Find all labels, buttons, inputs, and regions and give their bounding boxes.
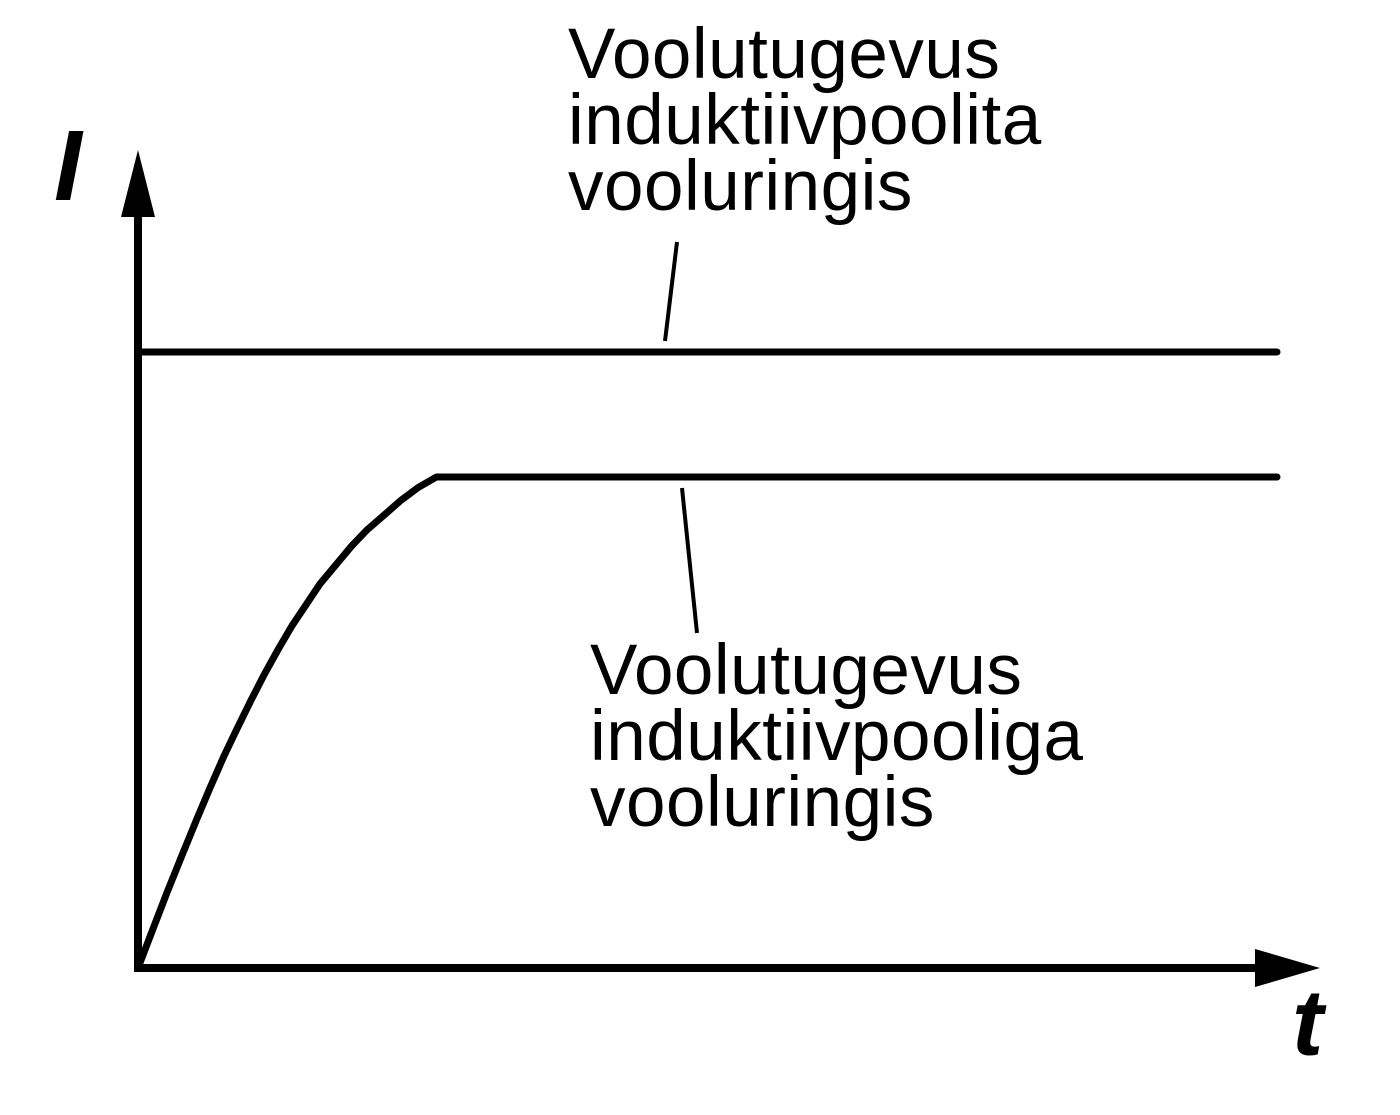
x-axis-arrowhead bbox=[1255, 949, 1320, 987]
y-axis-label: I bbox=[54, 110, 82, 222]
annotation-without-coil-line1: Voolutugevus bbox=[568, 15, 1001, 94]
curve-with-coil bbox=[134, 473, 1281, 972]
y-axis-arrowhead bbox=[121, 150, 155, 217]
annotation-with-coil-line1: Voolutugevus bbox=[590, 631, 1023, 710]
leader-line-without-coil bbox=[663, 241, 679, 342]
annotation-with-coil-line3: vooluringis bbox=[590, 763, 935, 842]
annotation-with-coil-line2: induktiivpooliga bbox=[590, 697, 1084, 776]
annotation-without-coil-line2: induktiivpoolita bbox=[568, 81, 1042, 160]
x-axis-label: t bbox=[1292, 970, 1324, 1075]
annotation-with-coil: Voolutugevus induktiivpooliga vooluringi… bbox=[590, 631, 1084, 842]
annotation-without-coil: Voolutugevus induktiivpoolita vooluringi… bbox=[568, 15, 1042, 226]
annotation-without-coil-line3: vooluringis bbox=[568, 147, 913, 226]
leader-line-with-coil bbox=[680, 487, 699, 634]
